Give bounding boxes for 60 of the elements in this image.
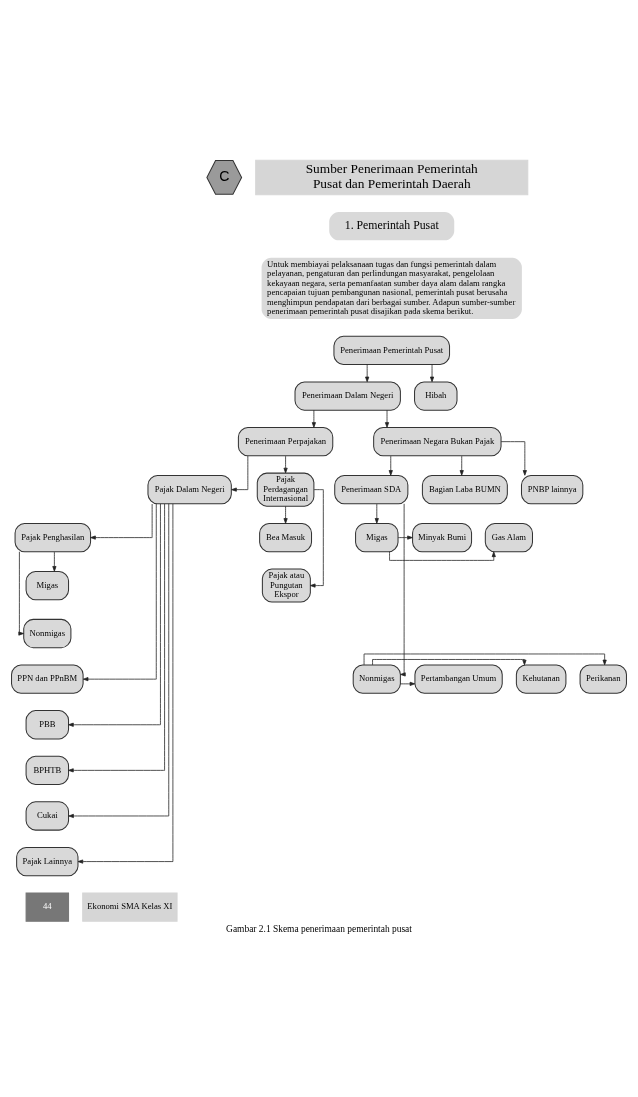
arrow	[68, 503, 165, 772]
node-box: Gas Alam	[484, 522, 533, 552]
node-box: Bea Masuk	[259, 522, 313, 552]
caption: Gambar 2.1 Skema penerimaan pemerintah pusat	[226, 923, 412, 934]
node-box: Pajak atau Pungutan Ekspor	[261, 568, 311, 603]
arrow	[388, 455, 393, 476]
node-box: Pertambangan Umum	[414, 664, 503, 694]
node-box: Pajak Penghasilan	[14, 522, 92, 552]
arrow	[389, 551, 496, 561]
node-box: Penerimaan Dalam Negeri	[294, 380, 401, 411]
arrow	[68, 502, 170, 818]
arrow	[400, 681, 416, 686]
node-box: Migas	[25, 570, 70, 600]
node-box: Migas	[355, 522, 399, 552]
arrow	[82, 502, 157, 681]
node-box: Penerimaan Perpajakan	[237, 426, 334, 456]
label: 1. Pemerintah Pusat	[344, 217, 439, 232]
label: Ekonomi SMA Kelas XI	[87, 900, 173, 911]
arrow	[374, 503, 379, 524]
node-box: Pajak Dalam Negeri	[147, 474, 232, 504]
arrow	[310, 488, 324, 588]
node-box: Nonmigas	[352, 664, 401, 694]
arrow	[90, 503, 153, 540]
node-box: PPN dan PPnBM	[11, 664, 84, 694]
arrow	[400, 502, 406, 676]
node-box: PBB	[25, 709, 70, 739]
arrow	[77, 503, 174, 864]
node-box: Penerimaan Pemerintah Pusat	[333, 335, 451, 365]
node-box: Cukai	[25, 800, 70, 831]
label: 44	[43, 900, 52, 911]
arrow	[384, 409, 390, 428]
arrow	[397, 535, 413, 540]
node-box: Kehutanan	[515, 664, 567, 694]
node-box: Pajak Lainnya	[16, 846, 79, 876]
arrow	[365, 363, 370, 382]
node-box: Perikanan	[579, 664, 627, 694]
arrow	[500, 440, 527, 476]
arrow	[18, 550, 24, 636]
node-box: Hibah	[414, 380, 458, 411]
node-box: PNBP lainnya	[521, 474, 584, 504]
node-box: Penerimaan Negara Bukan Pajak	[373, 426, 502, 456]
label: Sumber Penerimaan Pemerintah Pusat dan Pemerintah Daerah	[305, 160, 478, 191]
label: C	[219, 167, 230, 184]
arrow	[430, 363, 435, 382]
arrow	[231, 455, 249, 492]
label: Untuk membiayai pelaksanaan tugas dan fungsi pemerintah dalam pelayanan, pengaturan dan perlindungan masyarakat, pengelolaan kekayaan negara, serta pemanfaatan sumber daya alam dalam rangka pencapaian tujuan pembangunan nasional, pemerintah pusat berusaha menghimpun pendapatan dari berbagai sumber. Adapun sumber-sumber penerimaan pemerintah pusat disajikan pada skema berikut.	[267, 258, 516, 316]
arrow	[283, 455, 288, 473]
node-box: Penerimaan SDA	[334, 474, 409, 504]
arrow	[372, 658, 527, 665]
node-box: Bagian Laba BUMN	[421, 474, 508, 504]
node-box: Pajak Perdagangan Internasional	[256, 472, 315, 507]
arrow	[459, 455, 464, 476]
node-box: Nonmigas	[23, 618, 72, 648]
arrow	[311, 409, 316, 428]
arrow	[52, 551, 57, 572]
arrow	[283, 505, 288, 524]
node-box: Minyak Bumi	[412, 522, 473, 552]
node-box: BPHTB	[25, 755, 70, 785]
arrow	[68, 503, 161, 727]
arrow	[363, 653, 607, 665]
